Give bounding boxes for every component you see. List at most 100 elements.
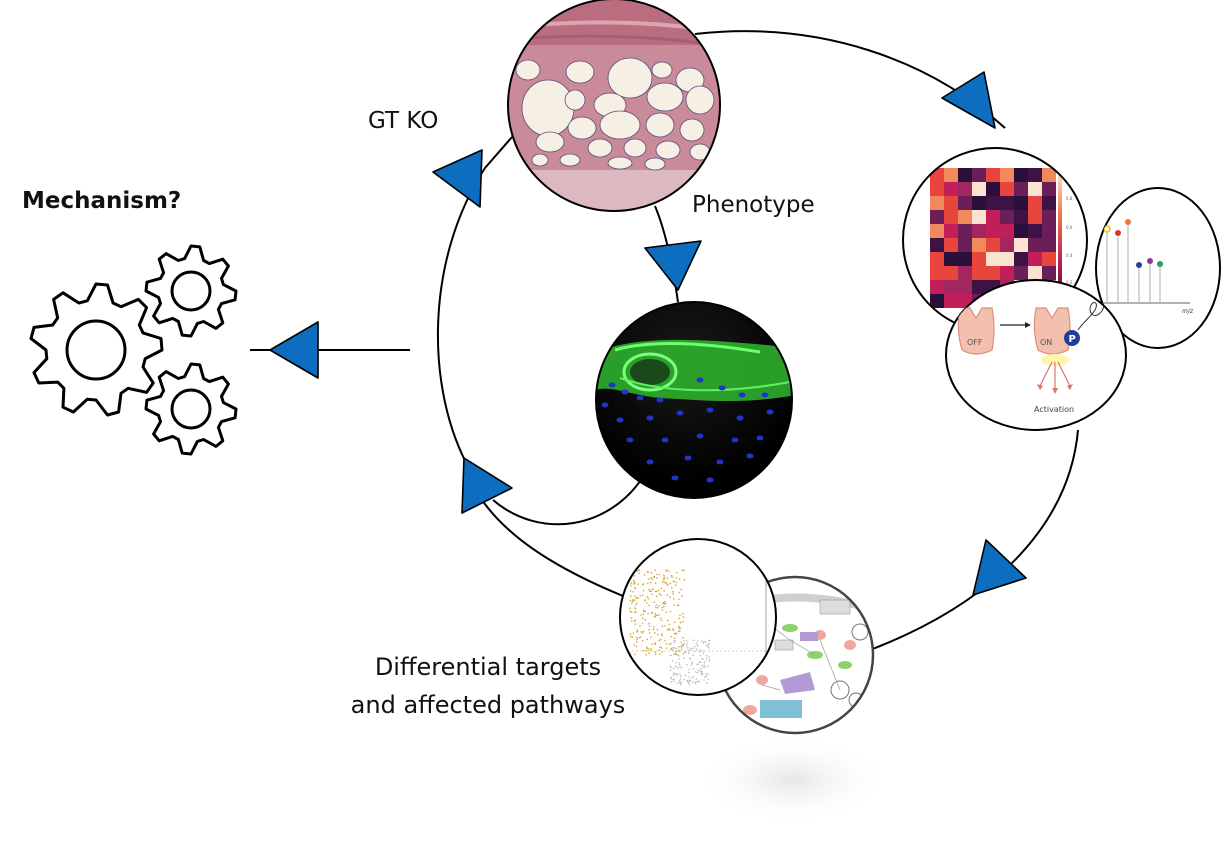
gear-small-top-icon xyxy=(144,244,238,338)
volcano-point xyxy=(700,672,702,674)
volcano-point xyxy=(659,653,661,655)
heatmap-cell xyxy=(1042,224,1056,238)
volcano-point xyxy=(660,646,663,649)
volcano-point xyxy=(655,604,658,606)
volcano-point xyxy=(634,611,636,613)
volcano-point xyxy=(697,669,700,672)
heatmap-cell xyxy=(1042,182,1056,196)
volcano-point xyxy=(630,611,633,613)
volcano-point xyxy=(650,636,652,638)
volcano-point xyxy=(679,621,682,624)
volcano-point xyxy=(630,582,633,584)
heatmap-cell xyxy=(1028,266,1042,280)
volcano-point xyxy=(634,619,636,621)
volcano-point xyxy=(664,581,666,584)
volcano-point xyxy=(636,570,639,572)
volcano-point xyxy=(673,674,675,676)
heatmap-cell xyxy=(1000,238,1014,252)
heatmap-cell xyxy=(1028,210,1042,224)
volcano-point xyxy=(630,636,632,638)
volcano-point xyxy=(667,570,670,572)
volcano-point xyxy=(674,584,677,586)
volcano-point xyxy=(630,571,632,573)
volcano-point xyxy=(637,583,639,585)
heatmap-cell xyxy=(1028,252,1042,266)
volcano-point xyxy=(659,617,662,619)
volcano-point xyxy=(630,584,632,587)
heatmap-cell xyxy=(930,280,944,294)
heatmap-cell xyxy=(1042,252,1056,266)
volcano-point xyxy=(688,671,690,674)
heatmap-cell xyxy=(1028,224,1042,238)
arrowhead-left-mechanism xyxy=(269,321,319,379)
volcano-point xyxy=(688,668,690,671)
volcano-point xyxy=(696,681,698,683)
volcano-point xyxy=(658,614,660,616)
volcano-point xyxy=(642,610,645,612)
heatmap-cell xyxy=(958,224,972,238)
volcano-point xyxy=(663,605,665,608)
volcano-point xyxy=(654,632,656,634)
colorbar-tick: 0.6 xyxy=(1066,225,1073,230)
volcano-point xyxy=(633,620,636,623)
volcano-point xyxy=(653,615,656,618)
colorbar-tick: 0.2 xyxy=(1066,280,1073,285)
volcano-point xyxy=(688,676,690,678)
volcano-point xyxy=(674,652,677,655)
volcano-point xyxy=(684,674,687,677)
volcano-point xyxy=(651,643,653,646)
volcano-point xyxy=(677,645,680,648)
heatmap-cell xyxy=(972,168,986,182)
volcano-point xyxy=(674,673,677,675)
volcano-point xyxy=(644,610,646,613)
volcano-point xyxy=(696,671,698,674)
volcano-point xyxy=(680,646,683,648)
gear-small-bottom-icon xyxy=(144,362,238,456)
volcano-point xyxy=(664,639,666,642)
volcano-point xyxy=(691,647,694,649)
volcano-point xyxy=(658,592,661,595)
volcano-point xyxy=(699,650,701,653)
volcano-point xyxy=(631,602,633,604)
volcano-point xyxy=(654,651,656,653)
heatmap-cell xyxy=(1028,238,1042,252)
volcano-point xyxy=(630,617,633,619)
volcano-point xyxy=(663,574,665,577)
volcano-point xyxy=(676,682,679,685)
heatmap-cell xyxy=(958,238,972,252)
volcano-point xyxy=(647,578,650,580)
connector-omics-to-pathways xyxy=(869,429,1079,651)
volcano-point xyxy=(673,639,675,642)
volcano-point xyxy=(679,678,682,680)
volcano-point xyxy=(662,581,664,583)
volcano-point xyxy=(676,673,678,676)
volcano-point xyxy=(656,573,658,576)
volcano-point xyxy=(665,647,668,649)
heatmap-cell xyxy=(944,266,958,280)
volcano-point xyxy=(676,604,679,606)
heatmap-cell xyxy=(972,266,986,280)
volcano-point xyxy=(654,653,657,655)
volcano-point xyxy=(648,632,651,634)
connector-if-loop xyxy=(492,473,646,526)
heatmap-cell xyxy=(944,252,958,266)
heatmap-cell xyxy=(986,224,1000,238)
volcano-point xyxy=(650,581,652,584)
volcano-point xyxy=(662,579,665,581)
volcano-point xyxy=(679,630,681,633)
volcano-point xyxy=(677,630,680,633)
volcano-point xyxy=(670,643,672,645)
volcano-point xyxy=(670,648,672,651)
volcano-point xyxy=(661,625,664,627)
volcano-point xyxy=(633,581,636,583)
volcano-point xyxy=(668,628,670,630)
volcano-point xyxy=(656,606,659,609)
volcano-point xyxy=(658,639,661,642)
volcano-point xyxy=(668,623,671,626)
volcano-point xyxy=(694,681,697,684)
volcano-point xyxy=(650,576,652,579)
volcano-point xyxy=(648,652,650,654)
volcano-point xyxy=(670,574,673,577)
volcano-point xyxy=(654,613,657,615)
volcano-point xyxy=(629,599,632,602)
